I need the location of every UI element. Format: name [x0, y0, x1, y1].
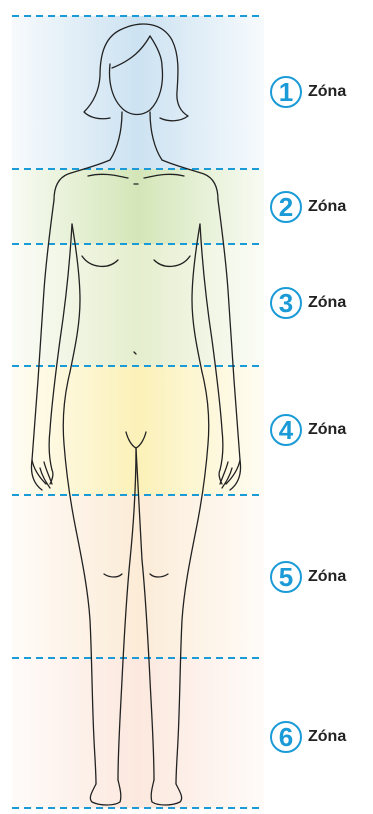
- circled-number-icon: 5: [270, 561, 302, 593]
- zone-text: Zóna: [308, 83, 346, 101]
- zone-label-4: 4 Zóna: [270, 410, 373, 450]
- circled-number-icon: 6: [270, 721, 302, 753]
- zone-label-2: 2 Zóna: [270, 187, 373, 227]
- zone-text: Zóna: [308, 198, 346, 216]
- zone-band-6: [12, 658, 264, 808]
- zone-text: Zóna: [308, 294, 346, 312]
- zone-band-1: [12, 16, 264, 169]
- circled-number-icon: 2: [270, 191, 302, 223]
- circled-number-icon: 3: [270, 287, 302, 319]
- zone-band-3: [12, 244, 264, 366]
- zone-text: Zóna: [308, 728, 346, 746]
- zone-label-6: 6 Zóna: [270, 717, 373, 757]
- zone-text: Zóna: [308, 421, 346, 439]
- zone-label-3: 3 Zóna: [270, 283, 373, 323]
- circled-number-icon: 4: [270, 414, 302, 446]
- zone-band-5: [12, 495, 264, 658]
- zone-label-5: 5 Zóna: [270, 557, 373, 597]
- zone-label-1: 1 Zóna: [270, 72, 373, 112]
- circled-number-icon: 1: [270, 76, 302, 108]
- zone-text: Zóna: [308, 568, 346, 586]
